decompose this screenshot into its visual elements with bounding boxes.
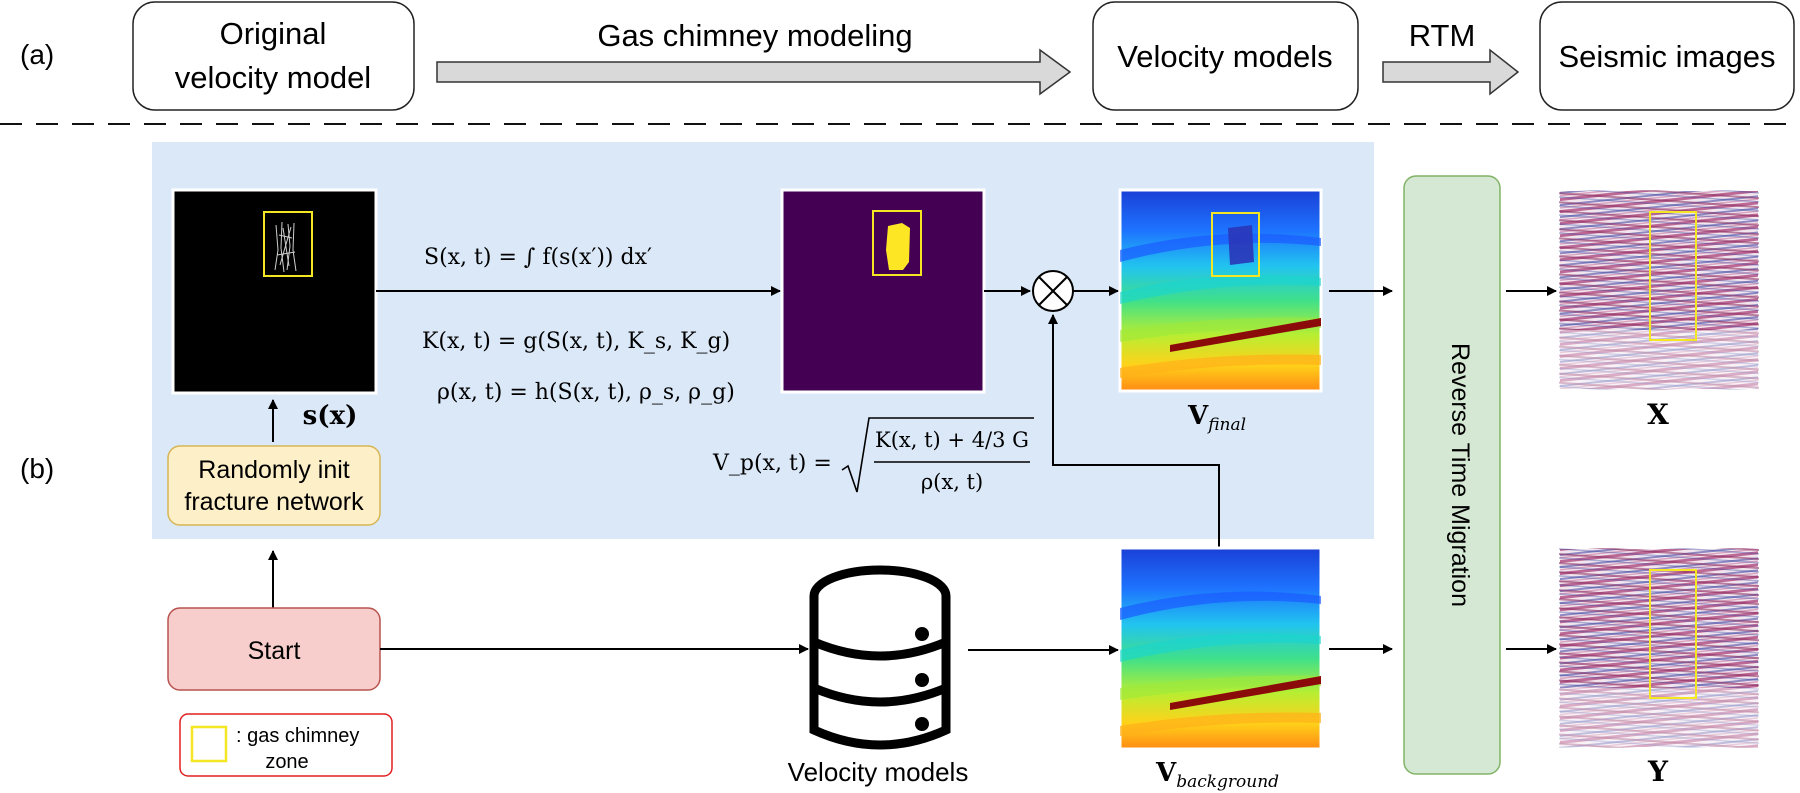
equation-vp-denominator: ρ(x, t) <box>921 470 983 494</box>
v-final-main: V <box>1187 401 1209 431</box>
s-x-label: s(x) <box>303 401 358 431</box>
equation-vp-lhs: V_p(x, t) = <box>712 451 832 476</box>
equation-vp-sqrt <box>841 417 1034 493</box>
chimney-zone-box-saturation <box>872 210 922 276</box>
gas-chimney-modeling-label: Gas chimney modeling <box>597 18 912 53</box>
rtm-box <box>1403 175 1501 775</box>
fracture-network-line2: fracture network <box>184 488 364 516</box>
fracture-network-strands <box>274 221 297 273</box>
equation-vp-numerator: K(x, t) + 4/3 G <box>875 428 1029 452</box>
seismic-images-label: Seismic images <box>1558 39 1775 74</box>
original-velocity-model-line2: velocity model <box>175 60 371 95</box>
velocity-models-label-b: Velocity models <box>788 757 969 787</box>
fracture-network-box <box>167 445 381 526</box>
saturation-chimney-fill <box>886 223 910 270</box>
v-final-label: Vfinal <box>1187 401 1246 435</box>
gas-chimney-modeling-arrow <box>436 48 1072 96</box>
equation-k: K(x, t) = g(S(x, t), K_s, K_g) <box>422 329 730 354</box>
background-to-multiply-arrow <box>1048 314 1220 548</box>
start-label: Start <box>248 637 301 665</box>
fracture-network-image <box>171 188 378 395</box>
legend-label-line1: : gas chimney <box>236 725 359 747</box>
saturation-image <box>780 188 986 394</box>
rtm-arrow <box>1382 48 1520 96</box>
database-icon <box>809 565 951 750</box>
chimney-zone-box-fracture <box>263 211 313 277</box>
seismic-image-y <box>1558 547 1760 749</box>
rtm-label: RTM <box>1409 18 1476 53</box>
equation-rho: ρ(x, t) = h(S(x, t), ρ_s, ρ_g) <box>437 380 735 405</box>
v-background-sub: background <box>1176 772 1279 792</box>
y-label: Y <box>1647 755 1669 788</box>
x-label: X <box>1647 398 1669 431</box>
v-background-main: V <box>1155 758 1177 788</box>
legend-label-line2: zone <box>265 751 308 773</box>
velocity-models-box-a <box>1092 1 1359 111</box>
velocity-models-label-a: Velocity models <box>1117 39 1332 74</box>
legend-box <box>179 713 393 777</box>
v-background-label: Vbackground <box>1155 758 1279 792</box>
original-velocity-model-box <box>132 1 415 111</box>
panel-b-label: (b) <box>20 453 54 484</box>
equation-s: S(x, t) = ∫ f(s(x′)) dx′ <box>424 245 652 270</box>
fracture-network-line1: Randomly init <box>198 456 350 484</box>
multiply-operator-icon <box>1032 270 1074 312</box>
original-velocity-model-line1: Original <box>220 16 327 51</box>
rtm-box-label: Reverse Time Migration <box>1446 343 1474 607</box>
seismic-image-x <box>1558 189 1760 391</box>
panel-a-label: (a) <box>20 39 54 70</box>
v-background-image <box>1118 546 1323 751</box>
v-final-image <box>1118 188 1323 393</box>
legend-swatch <box>190 725 228 763</box>
seismic-images-box <box>1539 1 1795 111</box>
v-final-sub: final <box>1206 415 1246 435</box>
